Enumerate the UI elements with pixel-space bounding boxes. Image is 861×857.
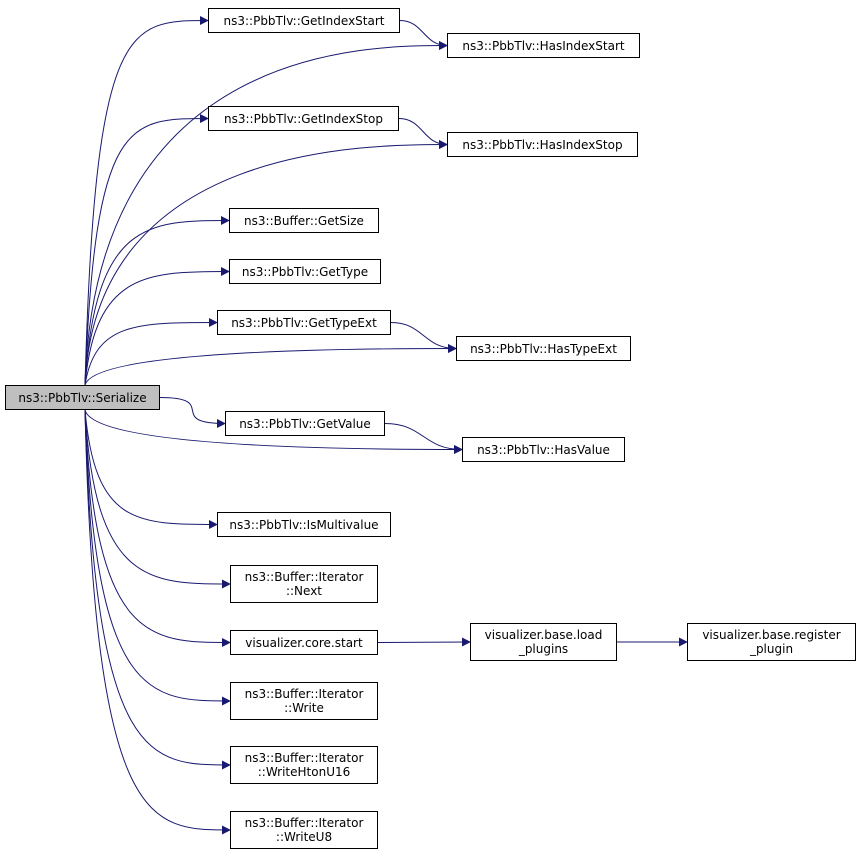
edge-serialize-to-ismultivalue [84,409,218,529]
node-writehtonu16[interactable]: ns3::Buffer::Iterator::WriteHtonU16 [230,746,378,784]
node-label: _plugin [749,642,794,656]
edge-serialize-to-hasindexstop [84,140,448,386]
edge-serialize-to-writeu8 [84,409,231,835]
node-write[interactable]: ns3::Buffer::Iterator::Write [230,682,378,720]
node-hastypeext[interactable]: ns3::PbbTlv::HasTypeExt [456,336,631,361]
node-label: ns3::PbbTlv::Serialize [18,390,147,405]
node-label: visualizer.base.load [484,628,603,642]
edge-serialize-to-hastypeext [84,344,457,386]
edge-serialize-to-gettype [84,267,230,386]
edge-serialize-to-getsize [84,216,230,386]
node-writeu8[interactable]: ns3::Buffer::Iterator::WriteU8 [230,811,378,849]
node-label: ns3::Buffer::GetSize [244,213,364,228]
node-label: ns3::PbbTlv::GetValue [239,416,371,431]
edge-serialize-to-hasvalue [84,409,463,454]
node-label: ::Next [285,584,323,598]
node-label: ::Write [284,701,324,715]
edge-serialize-to-hasindexstart [84,41,448,386]
node-hasindexstart[interactable]: ns3::PbbTlv::HasIndexStart [447,33,640,58]
node-label: ns3::Buffer::Iterator [244,687,364,701]
node-hasvalue[interactable]: ns3::PbbTlv::HasValue [462,437,625,462]
node-label: ns3::PbbTlv::HasIndexStart [462,38,625,53]
edge-getvalue-to-hasvalue [384,423,463,454]
node-label: ns3::PbbTlv::HasIndexStop [462,137,623,152]
node-getindexstop[interactable]: ns3::PbbTlv::GetIndexStop [208,106,399,131]
edge-serialize-to-next [84,409,231,589]
node-label: ns3::PbbTlv::HasTypeExt [470,341,617,356]
node-label: _plugins [518,642,569,656]
node-label: ::WriteHtonU16 [257,765,351,779]
node-label: ns3::Buffer::Iterator [244,751,364,765]
node-ismultivalue[interactable]: ns3::PbbTlv::IsMultivalue [217,512,391,537]
edge-serialize-to-getvalue [159,397,226,428]
edge-gettypeext-to-hastypeext [390,322,457,353]
node-hasindexstop[interactable]: ns3::PbbTlv::HasIndexStop [447,132,638,157]
edge-serialize-to-getindexstop [84,114,209,386]
node-registerplugin[interactable]: visualizer.base.register_plugin [687,623,856,661]
node-gettypeext[interactable]: ns3::PbbTlv::GetTypeExt [217,310,391,335]
edge-serialize-to-write [84,409,231,706]
edge-serialize-to-getindexstart [84,16,209,386]
node-label: ns3::PbbTlv::IsMultivalue [229,517,379,532]
node-next[interactable]: ns3::Buffer::Iterator::Next [230,565,378,603]
node-label: visualizer.base.register [702,628,841,642]
edge-serialize-to-corestart [84,409,231,647]
node-serialize[interactable]: ns3::PbbTlv::Serialize [5,385,160,410]
edge-corestart-to-loadplugins [377,637,471,647]
node-label: ns3::PbbTlv::GetTypeExt [231,315,377,330]
edge-serialize-to-gettypeext [84,318,218,386]
node-label: ::WriteU8 [275,830,333,844]
node-getsize[interactable]: ns3::Buffer::GetSize [229,208,379,233]
node-label: ns3::PbbTlv::GetIndexStop [224,111,383,126]
node-getvalue[interactable]: ns3::PbbTlv::GetValue [225,411,385,436]
edge-getindexstop-to-hasindexstop [398,118,448,149]
node-loadplugins[interactable]: visualizer.base.load_plugins [470,623,617,661]
node-gettype[interactable]: ns3::PbbTlv::GetType [229,259,381,284]
node-getindexstart[interactable]: ns3::PbbTlv::GetIndexStart [208,8,400,33]
edge-getindexstart-to-hasindexstart [399,20,448,50]
node-corestart[interactable]: visualizer.core.start [230,630,378,655]
node-label: ns3::Buffer::Iterator [244,570,364,584]
edge-serialize-to-writehtonu16 [84,409,231,770]
node-label: ns3::PbbTlv::GetType [241,264,369,279]
node-label: ns3::PbbTlv::GetIndexStart [223,13,385,28]
node-label: ns3::Buffer::Iterator [244,816,364,830]
node-label: ns3::PbbTlv::HasValue [477,442,610,457]
node-label: visualizer.core.start [245,635,363,650]
